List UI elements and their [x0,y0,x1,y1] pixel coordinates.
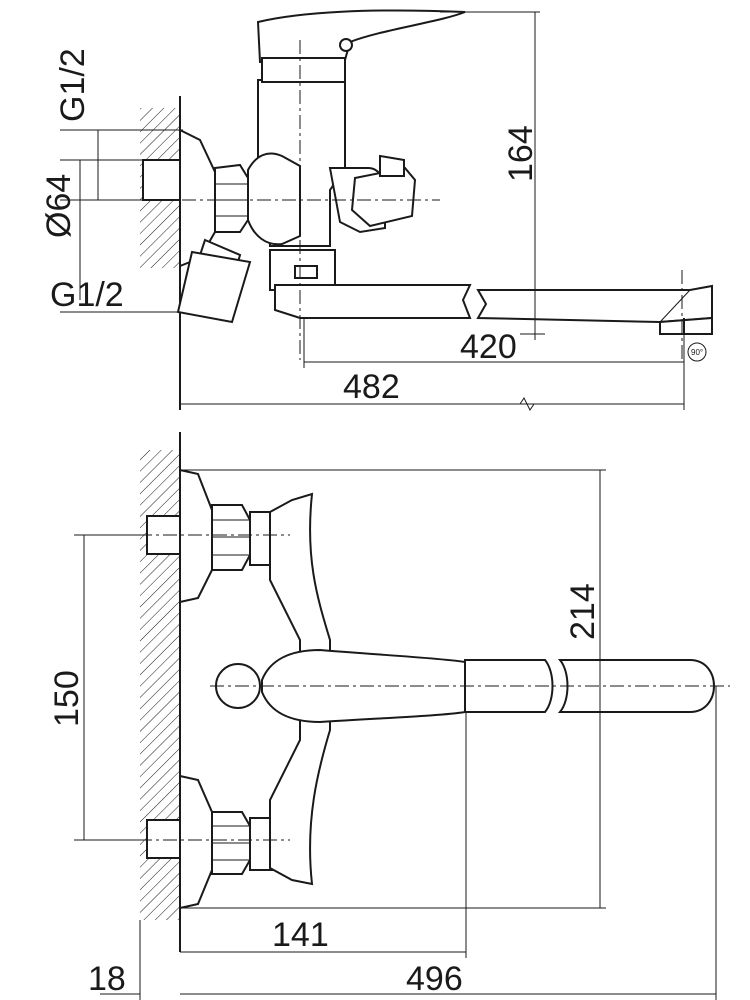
front-view [74,432,730,1000]
dim-g12-bottom: G1/2 [50,276,124,314]
dim-141: 141 [272,916,329,954]
spout-side [274,284,472,319]
dim-g12-top: G1/2 [54,48,92,122]
dim-150: 150 [48,670,86,727]
dim-482: 482 [343,368,400,406]
dim-18: 18 [88,960,126,998]
dim-496: 496 [406,960,463,998]
dim-214: 214 [564,583,602,640]
dim-angle: 90° [691,348,703,357]
dim-164: 164 [502,125,540,182]
dim-d64: Ø64 [40,174,78,238]
spout-front [464,659,554,713]
side-view [60,9,713,411]
lever-handle-side [256,9,466,64]
dim-420: 420 [460,328,517,366]
